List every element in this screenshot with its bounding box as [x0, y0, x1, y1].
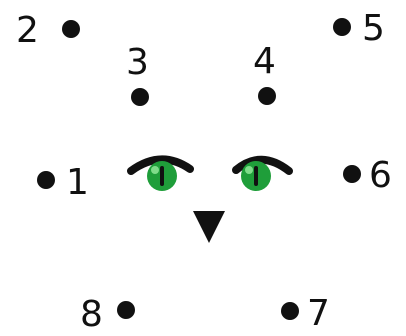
dot-1[interactable]	[37, 171, 55, 189]
dot-1-label: 1	[66, 162, 89, 203]
dot-3[interactable]	[131, 88, 149, 106]
dot-2-group[interactable]: 2	[16, 10, 80, 51]
dot-3-group[interactable]: 3	[126, 42, 149, 106]
dot-1-group[interactable]: 1	[37, 162, 89, 203]
dot-4[interactable]	[258, 87, 276, 105]
dot-4-group[interactable]: 4	[253, 41, 276, 105]
right-eye-highlight	[245, 166, 253, 174]
dot-8-label: 8	[80, 294, 103, 335]
dot-7-label: 7	[307, 293, 330, 334]
left-eye	[147, 161, 177, 191]
dot-8-group[interactable]: 8	[80, 294, 135, 335]
left-eye-pupil	[160, 166, 164, 186]
dot-5-label: 5	[362, 8, 385, 49]
dot-2[interactable]	[62, 20, 80, 38]
dot-6-label: 6	[369, 155, 392, 196]
dot-2-label: 2	[16, 10, 39, 51]
dot-3-label: 3	[126, 42, 149, 83]
dot-5-group[interactable]: 5	[333, 8, 385, 49]
right-eye	[241, 161, 271, 191]
dot-5[interactable]	[333, 18, 351, 36]
dot-6-group[interactable]: 6	[343, 155, 392, 196]
dot-7[interactable]	[281, 302, 299, 320]
left-eye-highlight	[151, 166, 159, 174]
nose-triangle	[193, 211, 225, 243]
dot-4-label: 4	[253, 41, 276, 82]
dot-8[interactable]	[117, 301, 135, 319]
dot-7-group[interactable]: 7	[281, 293, 330, 334]
right-eye-pupil	[254, 166, 258, 186]
dot-6[interactable]	[343, 165, 361, 183]
